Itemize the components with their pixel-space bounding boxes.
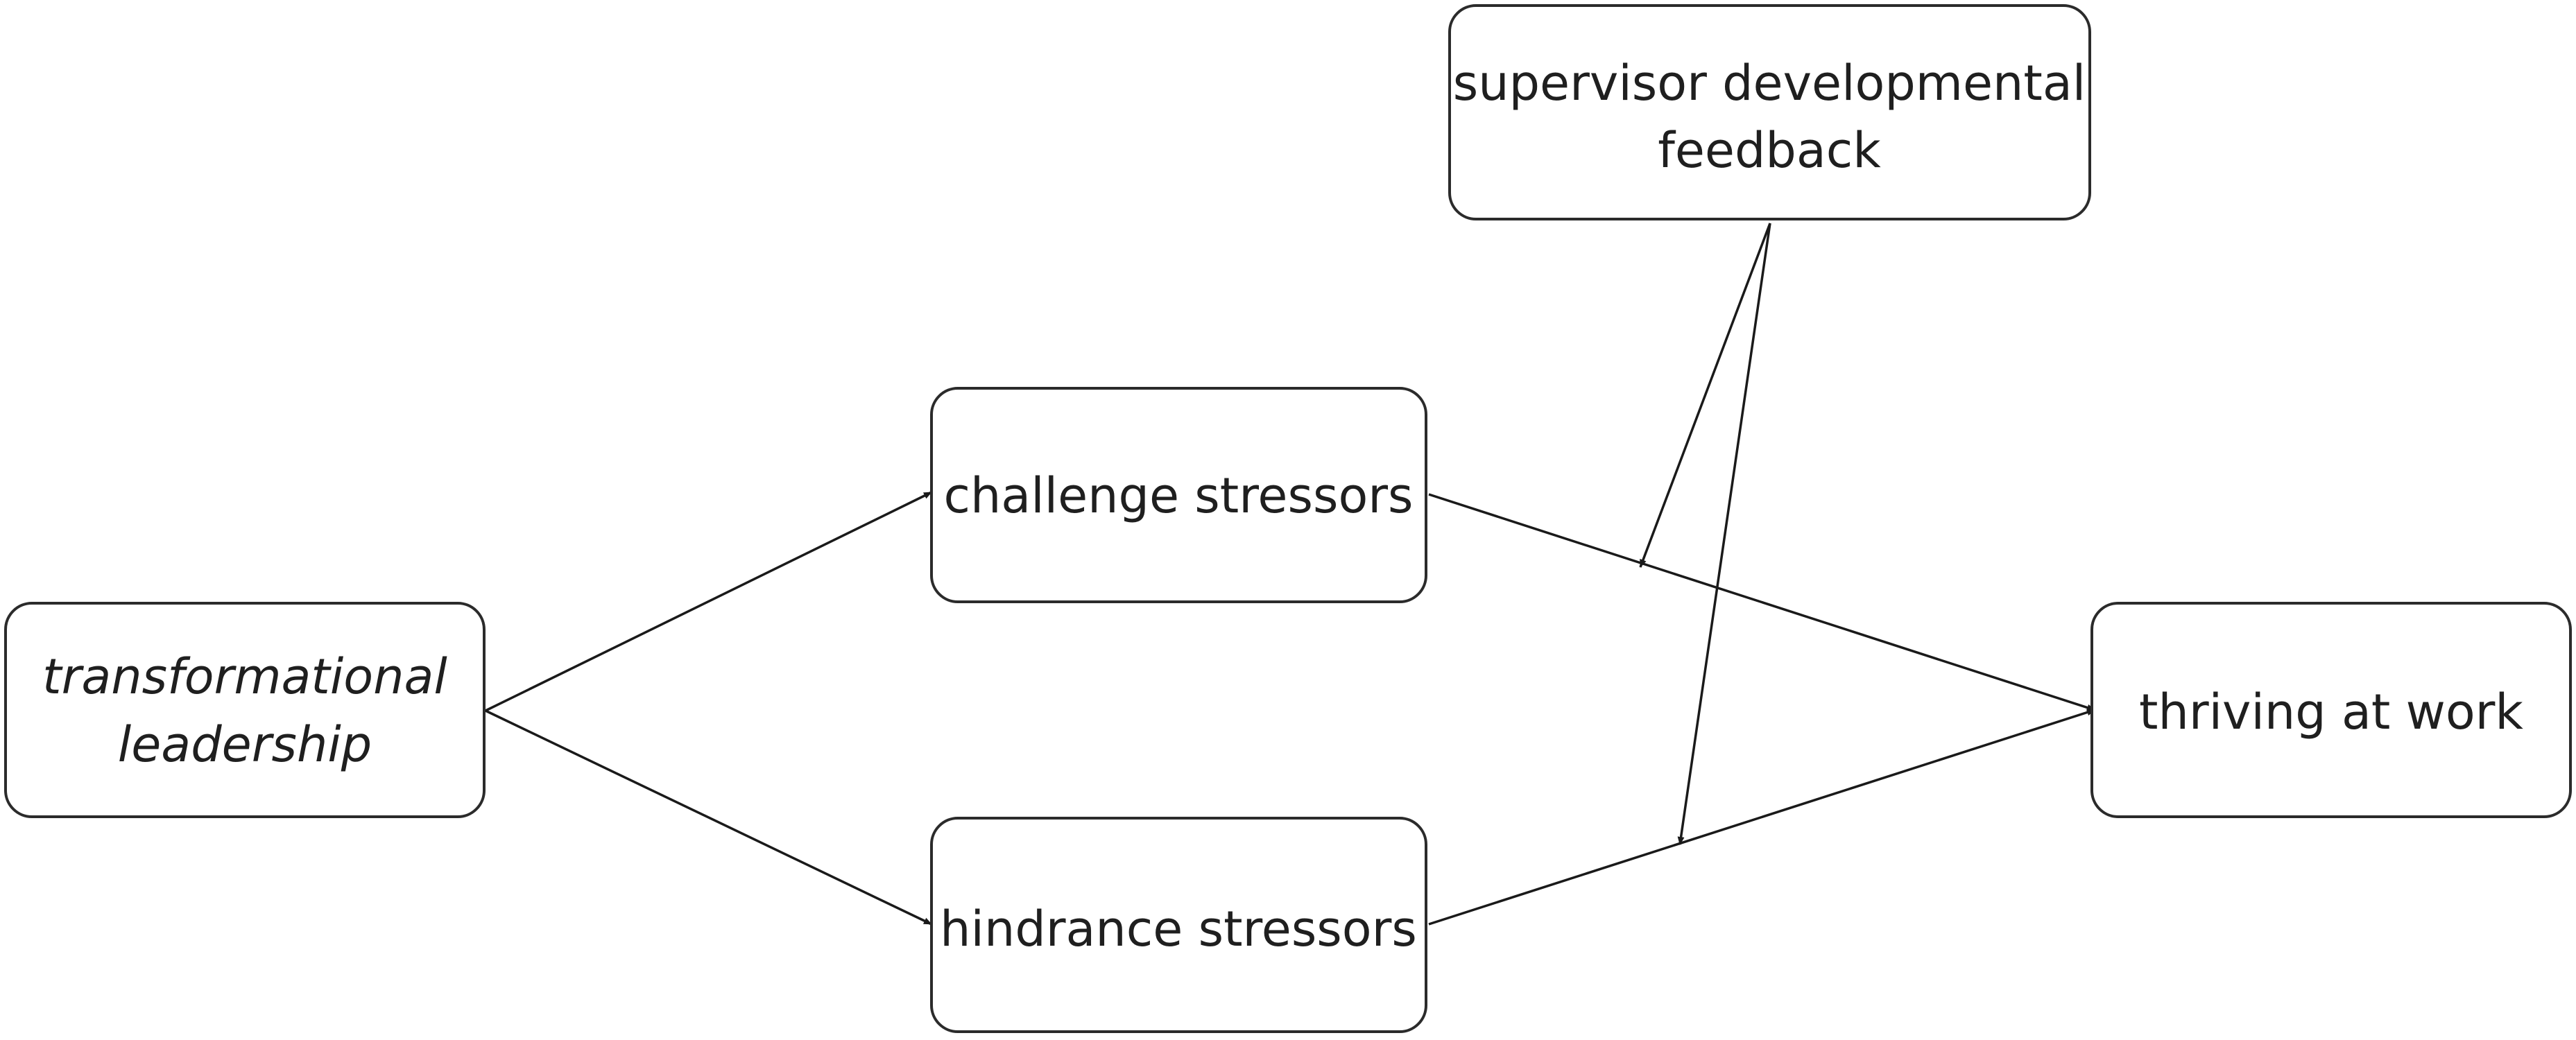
node-supervisor-developmental-feedback: supervisor developmental feedback [1448, 4, 2091, 220]
node-challenge-stressors: challenge stressors [930, 387, 1427, 603]
node-box [1448, 4, 2091, 220]
moderation-arrow-feedback-to-challenge-path [1639, 223, 1771, 568]
node-label-line2: leadership [118, 716, 372, 773]
node-transformational-leadership: transformational leadership [4, 602, 486, 818]
node-label: hindrance stressors [940, 901, 1417, 957]
arrow-challenge-to-thriving [1428, 493, 2095, 711]
node-hindrance-stressors: hindrance stressors [930, 817, 1427, 1033]
arrow-leadership-to-hindrance [485, 709, 932, 926]
node-thriving-at-work: thriving at work [2090, 602, 2572, 818]
node-box [4, 602, 486, 818]
node-box [930, 817, 1427, 1033]
node-label-line2: feedback [1658, 122, 1881, 179]
node-label-line1: supervisor developmental [1453, 55, 2086, 112]
node-box [2090, 602, 2572, 818]
arrow-leadership-to-challenge [485, 491, 932, 712]
node-label: challenge stressors [943, 467, 1413, 524]
moderation-arrow-feedback-to-hindrance-path [1677, 223, 1771, 845]
node-box [930, 387, 1427, 603]
node-label-line1: transformational [42, 648, 447, 705]
node-label: thriving at work [2139, 684, 2523, 740]
arrow-hindrance-to-thriving [1428, 709, 2095, 926]
